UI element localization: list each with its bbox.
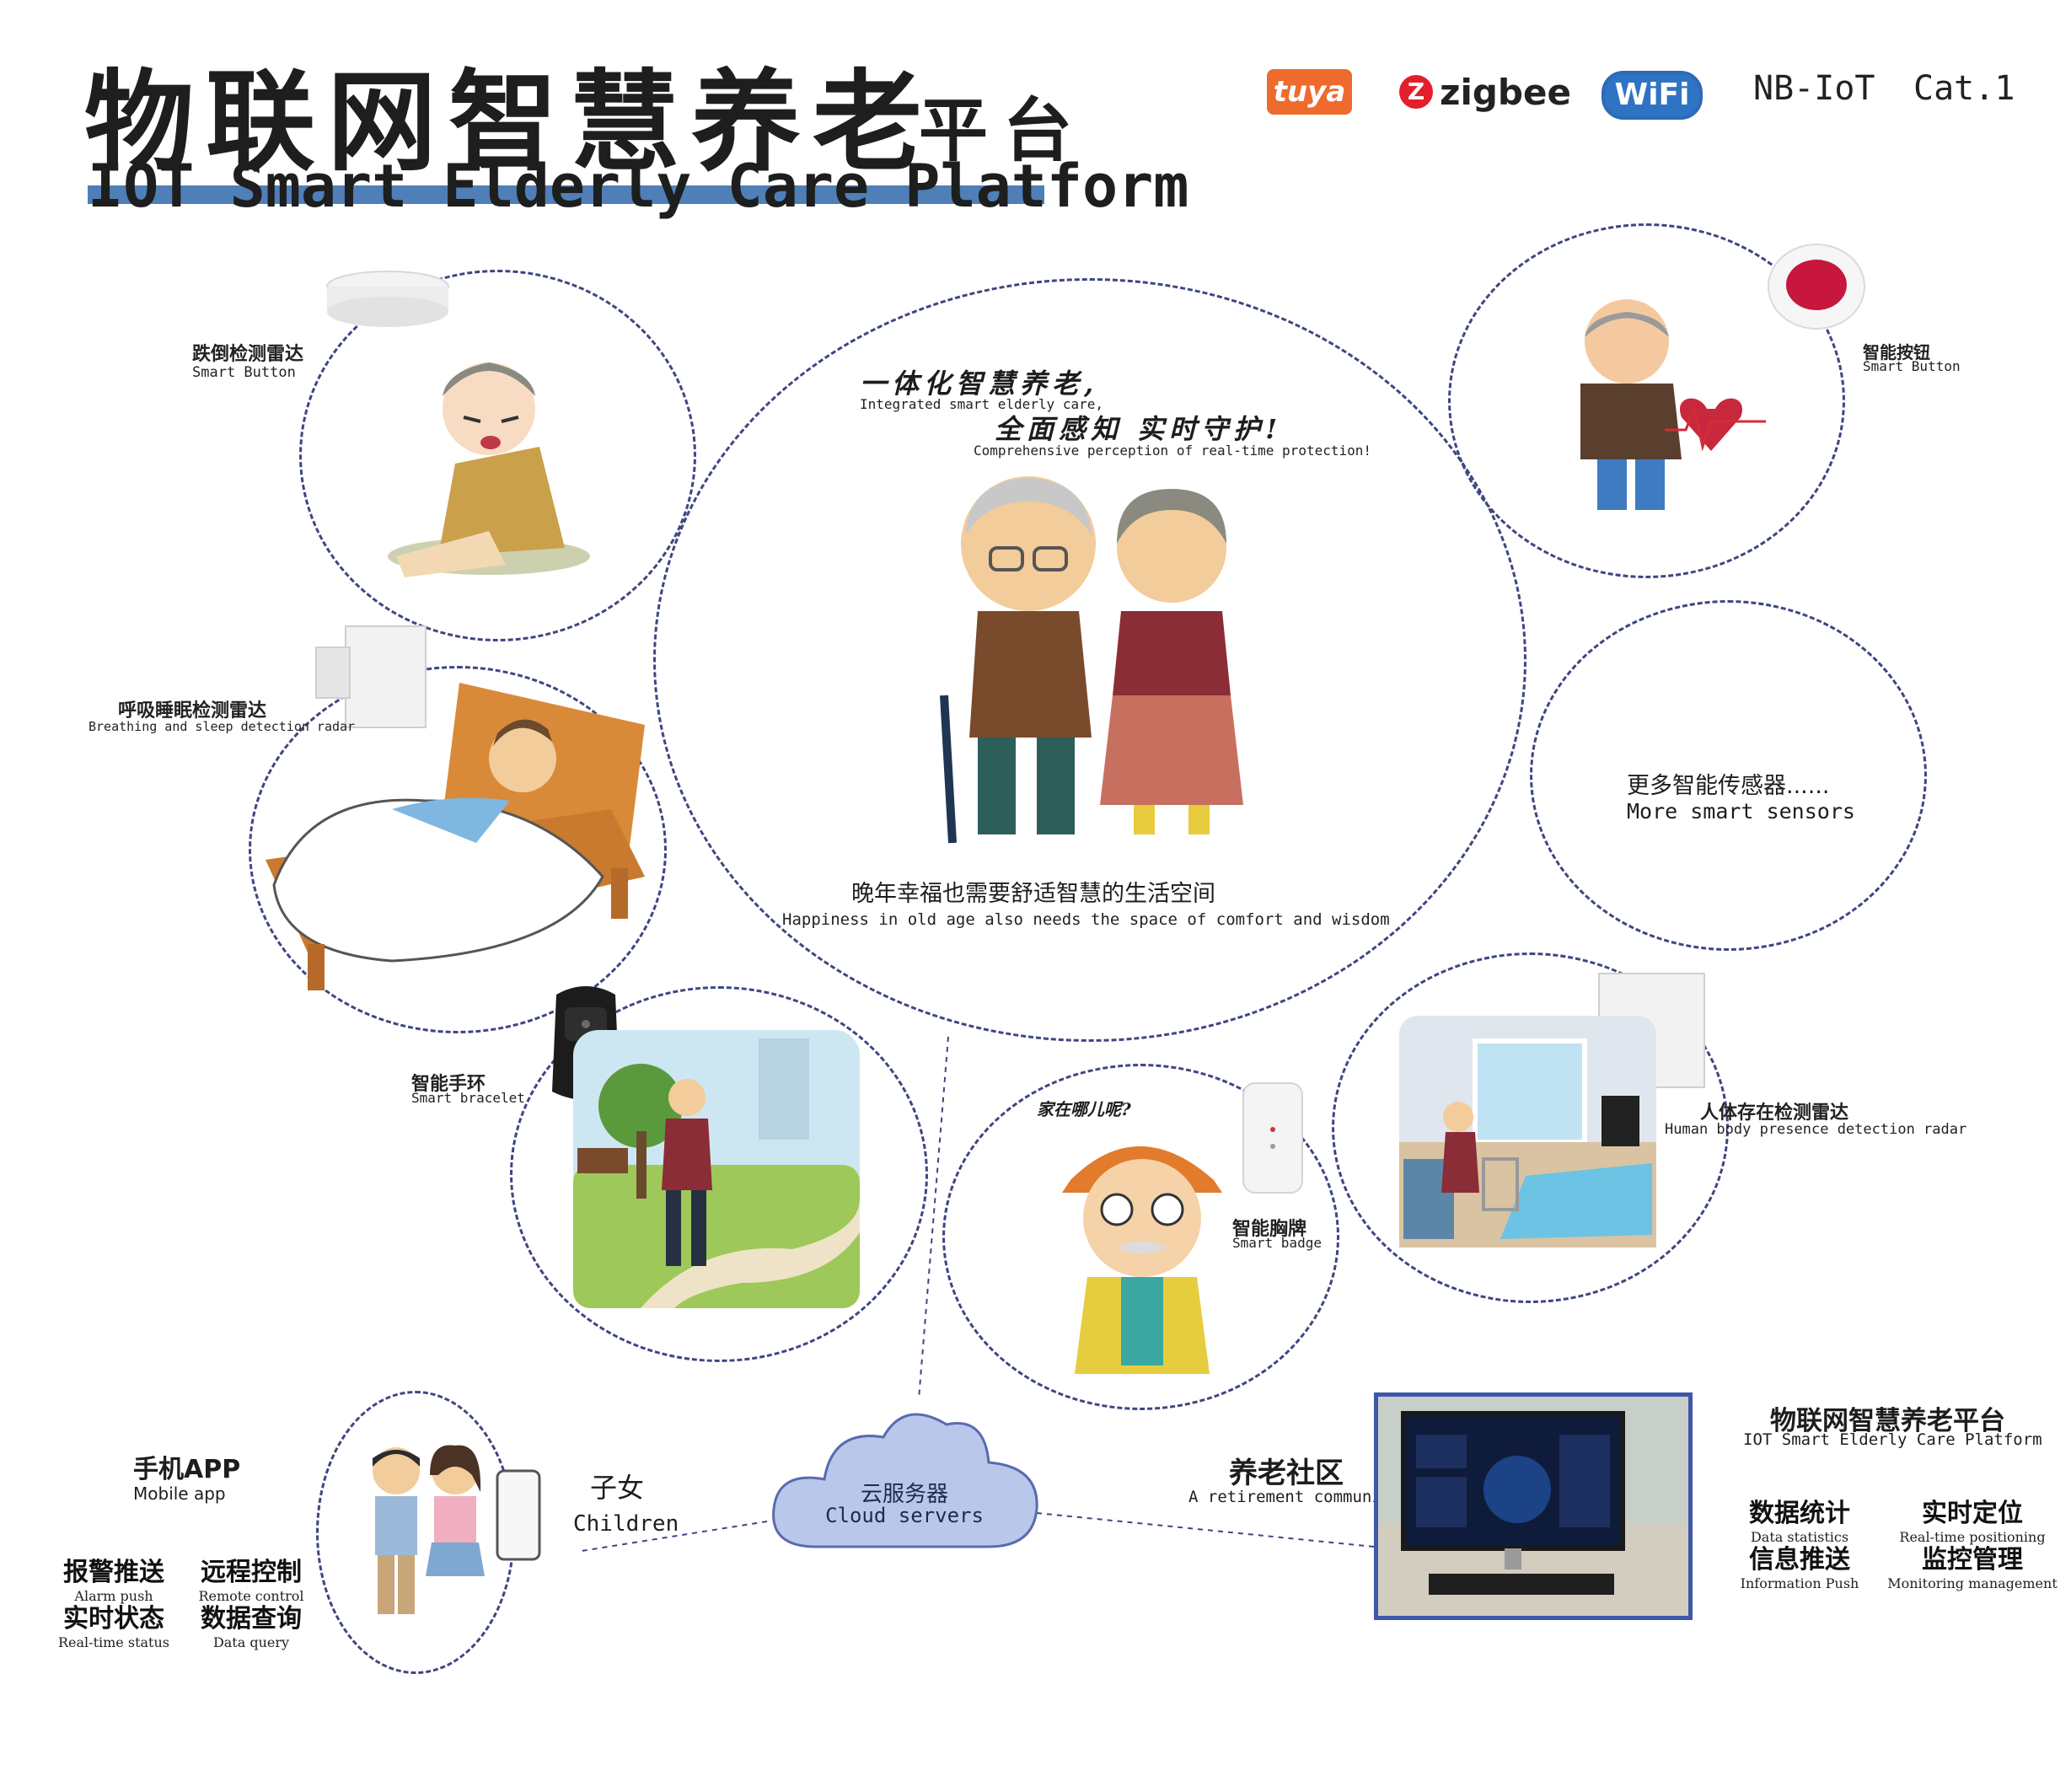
children-illustration (373, 1445, 541, 1614)
more-sensors-label-en: More smart sensors (1627, 799, 1855, 824)
mobile-app-title-en: Mobile app (133, 1483, 226, 1504)
title-underline-bar (88, 185, 1044, 204)
bracelet-label-en: Smart bracelet (411, 1090, 525, 1106)
mobile-app-title: 手机APP (133, 1455, 241, 1484)
nbiot-label: NB-IoT (1753, 69, 1875, 108)
fallen-grandma-illustration (388, 362, 590, 577)
center-slogan-2-en: Comprehensive perception of real-time pr… (974, 443, 1372, 459)
elderly-couple-illustration (940, 476, 1243, 844)
mobile-feature-alarm-push: 报警推送 Alarm push (63, 1558, 164, 1604)
fall-radar-label-en: Smart Button (192, 364, 296, 381)
bracelet-circle (510, 986, 928, 1362)
sleep-radar-label-en: Breathing and sleep detection radar (89, 719, 356, 734)
dashboard-photo (1374, 1392, 1693, 1620)
sleep-radar-device-icon (315, 625, 427, 728)
center-slogan-1-en: Integrated smart elderly care, (860, 396, 1103, 412)
community-label-en: A retirement community (1188, 1488, 1401, 1506)
badge-label: 智能胸牌 (1232, 1219, 1307, 1240)
presence-radar-label-en: Human body presence detection radar (1665, 1121, 1967, 1138)
park-walking-man-illustration (573, 1030, 860, 1308)
presence-radar-circle (1332, 952, 1729, 1303)
zigbee-logo-text: zigbee (1440, 71, 1571, 113)
zigbee-logo: Z zigbee (1399, 69, 1571, 115)
platform-feature-data-statistics: 数据统计 Data statistics (1749, 1499, 1850, 1545)
fall-radar-label: 跌倒检测雷达 (192, 344, 304, 365)
page-title-en: IOT Smart Elderly Care Platform (88, 152, 1189, 221)
smart-button-label-en: Smart Button (1863, 358, 1961, 374)
more-sensors-circle (1530, 600, 1927, 951)
smart-button-circle (1448, 223, 1845, 578)
smart-button-device-icon (1768, 244, 1865, 330)
platform-feature-monitoring-management: 监控管理 Monitoring management (1887, 1545, 2058, 1591)
community-label: 养老社区 (1229, 1457, 1344, 1490)
fall-radar-device-icon (326, 271, 449, 327)
platform-feature-realtime-positioning: 实时定位 Real-time positioning (1899, 1499, 2046, 1545)
presence-radar-label: 人体存在检测雷达 (1700, 1103, 1849, 1124)
badge-label-en: Smart badge (1232, 1235, 1322, 1251)
cloud-label: 云服务器 (860, 1482, 948, 1507)
sleeping-man-illustration (266, 683, 645, 990)
center-caption: 晚年幸福也需要舒适智慧的生活空间 (851, 881, 1215, 907)
page-title-zh: 物联网智慧养老 (84, 58, 935, 186)
smart-button-label: 智能按钮 (1863, 342, 1930, 362)
badge-speech-bubble: 家在哪儿呢? (1037, 1099, 1131, 1119)
lost-old-man-illustration (1062, 1146, 1222, 1374)
more-sensors-label: 更多智能传感器...... (1627, 773, 1830, 799)
center-circle (653, 278, 1526, 1042)
sleep-radar-circle (249, 666, 667, 1033)
wifi-logo: WiFi (1602, 71, 1703, 120)
page-title-zh-suffix: 平台 (919, 91, 1088, 171)
bracelet-label: 智能手环 (411, 1074, 486, 1095)
platform-title: 物联网智慧养老平台 (1770, 1406, 2005, 1436)
children-label: 子女 (590, 1472, 645, 1504)
mobile-feature-realtime-status: 实时状态 Real-time status (58, 1604, 169, 1650)
zigbee-z-icon: Z (1399, 75, 1433, 109)
cat1-label: Cat.1 (1913, 69, 2015, 108)
badge-circle (942, 1064, 1339, 1410)
platform-feature-information-push: 信息推送 Information Push (1740, 1545, 1859, 1591)
fall-radar-circle (299, 270, 696, 641)
children-label-en: Children (573, 1511, 679, 1537)
cloud-label-en: Cloud servers (825, 1504, 984, 1527)
living-room-illustration (1399, 1016, 1656, 1247)
platform-title-en: IOT Smart Elderly Care Platform (1743, 1430, 2042, 1449)
center-slogan-1: 一体化智慧养老, (860, 368, 1099, 400)
heart-attack-man-illustration (1580, 299, 1766, 510)
smart-badge-device-icon (1242, 1082, 1303, 1194)
mobile-feature-data-query: 数据查询 Data query (201, 1604, 302, 1650)
center-caption-en: Happiness in old age also needs the spac… (782, 910, 1390, 929)
monitor-dashboard-illustration (1378, 1397, 1688, 1616)
sleep-radar-label: 呼吸睡眠检测雷达 (118, 700, 267, 722)
mobile-feature-remote-control: 远程控制 Remote control (198, 1558, 304, 1604)
tuya-logo: tuya (1267, 69, 1352, 115)
center-slogan-2: 全面感知 实时守护! (995, 413, 1283, 445)
cloud-server-icon (772, 1413, 1038, 1548)
